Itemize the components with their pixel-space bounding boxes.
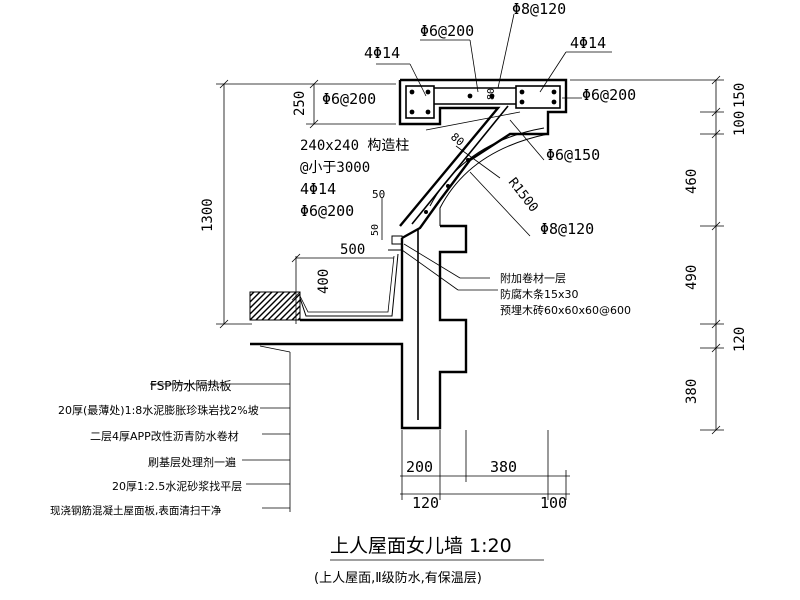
- dim-50-upper: 50: [372, 188, 385, 201]
- dim-80-slope: 80: [448, 130, 467, 148]
- dim-bottom-200: 200: [406, 458, 433, 476]
- roof-layers: [249, 235, 403, 321]
- coping-inner-outline: [398, 80, 501, 227]
- label-arc-radius: R1500: [505, 175, 541, 215]
- parapet-wall-outline: [300, 238, 404, 322]
- insulation-hatch: [249, 291, 301, 321]
- arc-soffit: [439, 133, 549, 226]
- dim-1300: 1300: [200, 198, 216, 232]
- dim-right-490: 490: [684, 265, 700, 290]
- dim-50-lower: 50: [370, 224, 381, 236]
- dim-right-150: 150: [732, 83, 748, 108]
- note-wood-strip: 防腐木条15x30: [500, 287, 579, 301]
- dim-bottom-120: 120: [412, 494, 439, 512]
- label-mid-dist: Φ6@200: [300, 202, 354, 220]
- label-right-bars: 4Φ14: [570, 34, 606, 52]
- dim-bottom-380: 380: [490, 458, 517, 476]
- wall-right-outline: [250, 224, 468, 430]
- leader-lines: [259, 13, 612, 512]
- label-top-mid: Φ6@200: [420, 22, 474, 40]
- left-stirrup: [405, 85, 435, 119]
- dim-right-120: 120: [732, 327, 748, 352]
- note-wood-brick: 预埋木砖60x60x60@600: [500, 303, 631, 317]
- label-mid-bars: 4Φ14: [300, 180, 336, 198]
- rebar-dots: [409, 89, 557, 214]
- layer-perlite-slope: 20厚(最薄处)1:8水泥膨胀珍珠岩找2%坡: [58, 403, 259, 417]
- drawing-subtitle: (上人屋面,Ⅱ级防水,有保温层): [314, 570, 482, 586]
- label-lower-stirrup: Φ8@120: [540, 220, 594, 238]
- slope-bar: [411, 105, 509, 225]
- layer-screed: 20厚1:2.5水泥砂浆找平层: [112, 479, 242, 493]
- stirrup-leg: [425, 111, 521, 131]
- drawing-title: 上人屋面女儿墙 1:20: [330, 535, 512, 557]
- layer-app-membrane: 二层4厚APP改性沥青防水卷材: [90, 429, 239, 443]
- dim-400: 400: [316, 269, 332, 294]
- dim-80-top: 80: [486, 88, 497, 100]
- dim-right-380: 380: [684, 379, 700, 404]
- right-stirrup: [515, 85, 561, 109]
- layer-rc-slab: 现浇钢筋混凝土屋面板,表面清扫干净: [50, 504, 222, 517]
- concrete-outline: [250, 78, 568, 430]
- dim-right-100: 100: [732, 111, 748, 136]
- coping-beam-outline: [400, 78, 568, 240]
- screed-line: [299, 255, 395, 313]
- dimension-lines: [216, 75, 724, 500]
- label-slope-stirrup: Φ6@150: [546, 146, 600, 164]
- layer-fsp-board: FSP防水隔热板: [150, 378, 232, 393]
- dim-250: 250: [292, 91, 308, 116]
- label-column-size: 240x240 构造柱: [300, 138, 409, 154]
- layer-primer: 刷基层处理剂一遍: [148, 455, 236, 469]
- label-left-dist: Φ6@200: [322, 90, 376, 108]
- label-top-stirrup: Φ8@120: [512, 0, 566, 18]
- label-right-dist: Φ6@200: [582, 86, 636, 104]
- note-extra-membrane: 附加卷材一层: [500, 271, 566, 285]
- label-column-spacing: @小于3000: [300, 160, 370, 176]
- dim-bottom-100: 100: [540, 494, 567, 512]
- dim-500: 500: [340, 242, 365, 258]
- wood-block: [391, 235, 403, 245]
- label-left-bars: 4Φ14: [364, 44, 400, 62]
- layer-callouts: [150, 383, 290, 509]
- dim-right-460: 460: [684, 169, 700, 194]
